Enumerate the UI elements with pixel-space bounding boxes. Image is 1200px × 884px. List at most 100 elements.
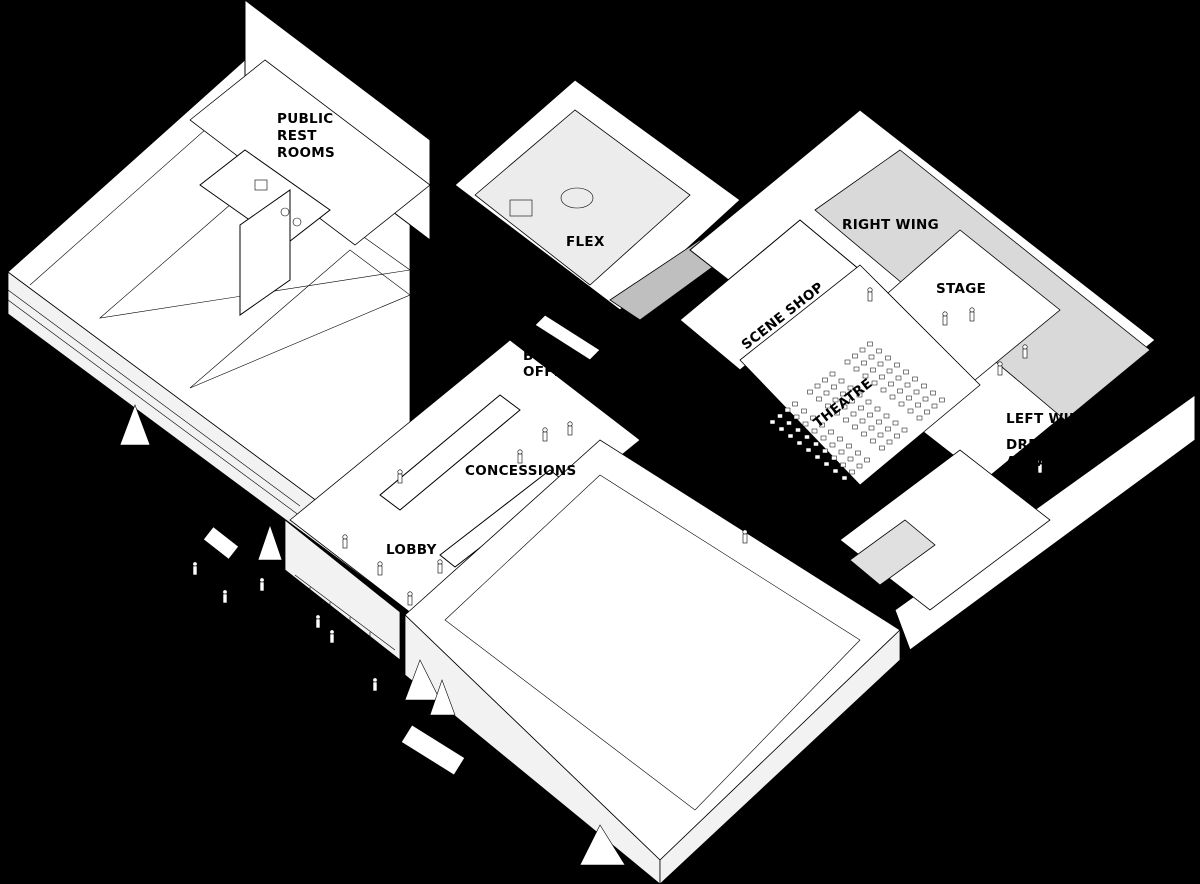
seat: [855, 450, 861, 456]
seat: [858, 405, 864, 411]
car-icon: [203, 526, 239, 560]
seat: [906, 395, 912, 401]
person-icon: [1022, 344, 1028, 350]
person-icon: [372, 681, 378, 692]
person-icon: [222, 589, 228, 595]
seat: [832, 468, 839, 474]
person-icon: [942, 311, 948, 317]
person-icon: [437, 563, 443, 574]
seat: [888, 381, 894, 387]
seat: [885, 355, 891, 361]
person-icon: [969, 307, 975, 313]
seat: [796, 440, 803, 446]
seat: [840, 391, 846, 397]
seat: [862, 373, 869, 379]
seat: [894, 433, 900, 439]
seat: [871, 380, 878, 386]
seat: [931, 403, 938, 409]
rest-rooms-block: [189, 0, 431, 316]
seat: [777, 413, 783, 419]
tree-icon: [119, 404, 151, 446]
seat: [807, 389, 813, 395]
west-facade-texture: [7, 289, 301, 517]
seat: [867, 341, 873, 347]
label-right-wing: RIGHT WING: [842, 217, 939, 233]
seat: [814, 454, 821, 460]
tree-icon: [429, 679, 456, 716]
seat: [879, 445, 885, 451]
seat: [852, 424, 858, 430]
seat: [837, 436, 843, 442]
seat: [849, 469, 855, 475]
seat: [838, 449, 845, 455]
seat: [778, 426, 785, 432]
seat: [930, 390, 936, 396]
seat: [856, 463, 863, 469]
person-icon: [517, 453, 523, 464]
seat: [901, 427, 908, 433]
seat: [814, 383, 821, 389]
seat: [805, 447, 812, 453]
person-icon: [342, 534, 348, 540]
seat: [877, 432, 884, 438]
seat: [846, 443, 852, 449]
seat: [870, 367, 876, 373]
seat: [856, 392, 863, 398]
seat: [921, 383, 927, 389]
seat: [895, 375, 902, 381]
person-icon: [222, 593, 228, 604]
label-concessions: CONCESSIONS: [465, 463, 576, 479]
person-icon: [969, 311, 975, 322]
seat: [864, 457, 870, 463]
seat: [924, 409, 930, 415]
label-public-line1: PUBLIC: [277, 111, 333, 127]
seat: [825, 403, 831, 409]
seat: [829, 442, 836, 448]
seat: [804, 434, 810, 440]
seat: [820, 435, 827, 441]
seat: [897, 388, 903, 394]
seat: [795, 427, 801, 433]
seat: [816, 396, 822, 402]
seat: [831, 384, 837, 390]
seat: [853, 366, 860, 372]
label-areas-line2: AREAS: [1006, 454, 1058, 470]
seat: [922, 396, 929, 402]
seat: [880, 387, 887, 393]
person-icon: [567, 425, 573, 436]
seat: [877, 361, 884, 367]
seat: [769, 419, 776, 425]
seat: [844, 359, 851, 365]
label-left-wing: LEFT WING: [1006, 411, 1092, 427]
person-icon: [437, 559, 443, 565]
tree-icon: [404, 659, 441, 701]
person-icon: [1022, 348, 1028, 359]
bus-icon: [400, 724, 466, 776]
person-icon: [397, 469, 403, 475]
seat: [819, 422, 825, 428]
person-icon: [867, 287, 873, 293]
person-icon: [192, 561, 198, 567]
person-icon: [567, 421, 573, 427]
person-icon: [372, 677, 378, 683]
seat: [876, 348, 882, 354]
seat: [841, 404, 848, 410]
tree-icon: [257, 524, 283, 561]
seat: [847, 385, 854, 391]
label-rest-line2: REST: [277, 128, 317, 144]
label-stage: STAGE: [936, 281, 986, 297]
seat: [859, 347, 866, 353]
person-icon: [329, 629, 335, 635]
seat: [883, 413, 890, 419]
theatre-block: [679, 109, 1156, 486]
seat: [793, 414, 800, 420]
seat: [834, 410, 840, 416]
seat: [915, 402, 921, 408]
person-icon: [542, 427, 548, 433]
seat: [879, 374, 885, 380]
label-sm-line1: SM: [752, 465, 776, 481]
person-icon: [315, 618, 321, 629]
seat: [849, 398, 855, 404]
